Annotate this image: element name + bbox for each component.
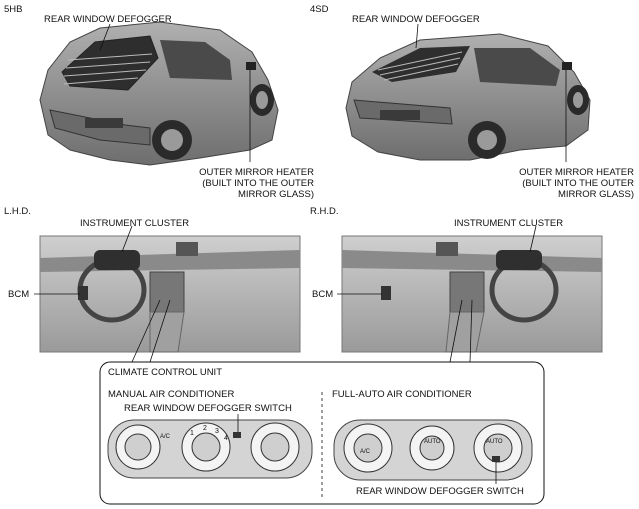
manual-ac-title: MANUAL AIR CONDITIONER [108,389,235,400]
fan-speed-1: 1 [190,430,194,437]
rhd-dashboard-illustration [341,235,603,353]
auto-ac-mark: A/C [360,449,371,455]
mirror-heater-label-sedan: OUTER MIRROR HEATER (BUILT INTO THE OUTE… [519,167,634,200]
bcm-label-rhd: BCM [312,289,334,300]
manual-ac-mark: A/C [160,434,171,440]
rhd-code: R.H.D. [310,206,339,217]
bcm-label-lhd: BCM [8,289,30,300]
lhd-callout-lines [131,299,171,363]
instrument-cluster-label-rhd: INSTRUMENT CLUSTER [454,218,564,229]
hatchback-code: 5HB [4,4,23,15]
manual-defogger-switch-label: REAR WINDOW DEFOGGER SWITCH [124,403,292,414]
fan-speed-3: 3 [215,428,219,435]
fan-speed-4: 4 [224,435,228,442]
hatchback-car-illustration [39,21,279,166]
rhd-cluster-leader [529,225,537,253]
manual-climate-panel [107,419,313,479]
mirror-heater-label-hatchback: OUTER MIRROR HEATER (BUILT INTO THE OUTE… [199,167,314,200]
instrument-cluster-label-lhd: INSTRUMENT CLUSTER [80,218,190,229]
lhd-dashboard-illustration [39,235,301,353]
fan-speed-2: 2 [203,425,207,432]
auto-mode-mark: AUTO [424,439,441,445]
climate-control-title: CLIMATE CONTROL UNIT [108,367,223,378]
sedan-code: 4SD [310,4,329,15]
defogger-leader-line [99,23,111,51]
auto-defogger-switch-label: REAR WINDOW DEFOGGER SWITCH [356,486,524,497]
defogger-label-sedan: REAR WINDOW DEFOGGER [352,14,480,25]
auto-ac-title: FULL-AUTO AIR CONDITIONER [332,389,472,400]
lhd-code: L.H.D. [4,206,31,217]
lhd-cluster-leader [121,225,133,253]
auto-climate-panel [333,419,533,481]
defogger-label-hatchback: REAR WINDOW DEFOGGER [44,14,172,25]
defogger-leader-line-sedan [415,23,419,49]
rhd-callout-lines [449,299,473,363]
sedan-car-illustration [345,33,591,161]
auto-mode-mark-right: AUTO [486,439,503,445]
